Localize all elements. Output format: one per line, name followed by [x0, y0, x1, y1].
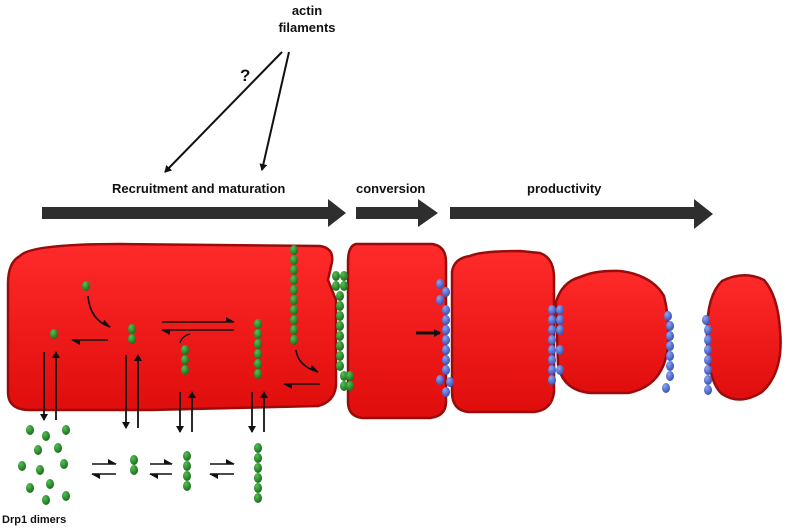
conversion-stage-arrow — [356, 199, 438, 227]
productivity-label: productivity — [527, 181, 602, 196]
mitochondrion-conversion-segment — [346, 242, 448, 420]
drp1-unit — [254, 339, 262, 349]
actin-arrow-right — [259, 51, 290, 171]
mitochondrion-segment-4 — [554, 269, 670, 395]
drp1-unit — [254, 319, 262, 329]
mitochondrion-segment-5 — [705, 274, 782, 401]
drp1-unit — [50, 329, 58, 339]
filaments-label: filaments — [278, 20, 336, 35]
drp1-blue-ring-1 — [436, 279, 454, 397]
drp1-unit — [181, 355, 189, 365]
cytosolic-equilibrium-arrows — [91, 459, 235, 479]
question-mark-label: ? — [240, 66, 251, 85]
drp1-blue-ring-2 — [548, 305, 564, 385]
productivity-stage-arrow — [450, 199, 713, 229]
recruitment-stage-arrow — [42, 199, 346, 227]
stage-arrows — [42, 199, 713, 229]
drp1-blue-ring-3 — [662, 311, 674, 393]
recruitment-maturation-label: Recruitment and maturation — [112, 181, 286, 196]
drp1-unit — [181, 345, 189, 355]
actin-arrow-left — [164, 51, 283, 173]
drp1-green-ring — [332, 271, 354, 391]
vertical-exchange-arrows — [40, 351, 268, 433]
drp1-unit — [128, 334, 136, 344]
drp1-unit — [254, 369, 262, 379]
drp1-unit — [82, 281, 90, 291]
drp1-unit — [254, 359, 262, 369]
actin-label: actin — [291, 3, 323, 18]
drp1-unit — [181, 365, 189, 375]
drp1-unit — [254, 349, 262, 359]
mitochondrion-segment-3 — [450, 249, 556, 414]
drp1-oligomers — [50, 281, 262, 379]
conversion-label: conversion — [356, 181, 426, 196]
cytosolic-oligomer-chains — [130, 443, 262, 503]
drp1-dimers-label: Drp1 dimers — [2, 514, 67, 526]
drp1-long-filament — [290, 245, 298, 345]
mitochondrion-large-segment — [6, 242, 338, 412]
drp1-blue-ring-4 — [702, 315, 712, 395]
actin-arrows — [164, 51, 290, 173]
equilibrium-arrows — [71, 295, 320, 389]
cytosolic-drp1-dimers — [18, 425, 70, 505]
mitochondria — [6, 242, 782, 420]
drp1-unit — [254, 329, 262, 339]
drp1-unit — [128, 324, 136, 334]
actin-filaments-label: actin filaments — [262, 2, 352, 36]
